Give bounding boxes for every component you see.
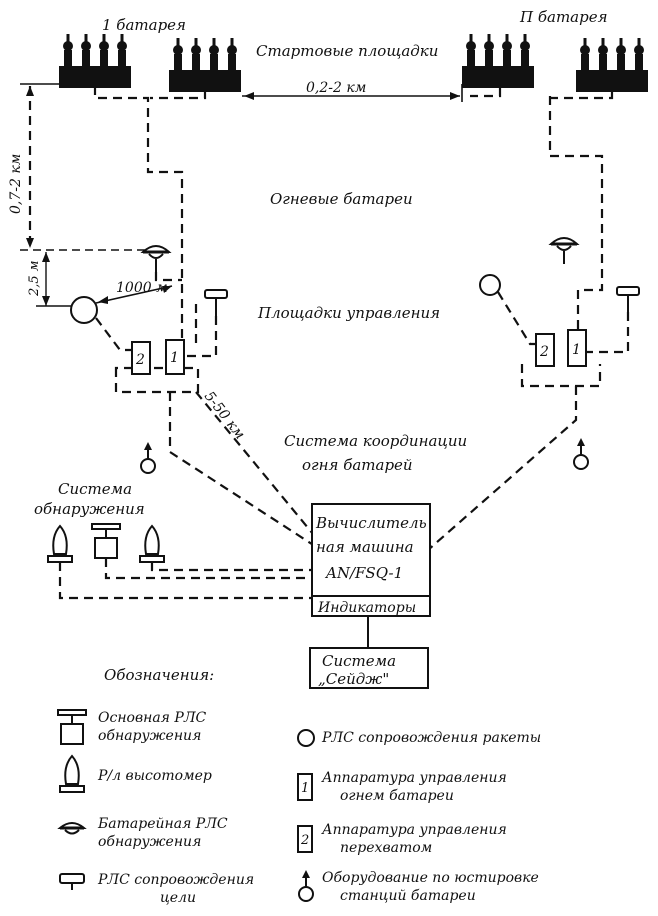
b1-cable-line (95, 285, 173, 304)
b2-missile-radar-link (497, 291, 538, 346)
b2-target-radar-link (586, 312, 630, 354)
battery1-label: 1 батарея (102, 16, 186, 34)
sage-box (309, 647, 429, 689)
b1-target-tracking-radar (204, 289, 228, 317)
legend-battery-radar-icon (57, 822, 87, 835)
b1-control-area (114, 366, 200, 394)
main-detection-radar (91, 523, 121, 559)
legend-main-radar-icon (57, 709, 87, 745)
b1-coord-link-a (168, 392, 319, 549)
legend-target-track-icon (59, 873, 85, 890)
height-finder-right (139, 525, 165, 563)
sage-label-1: Система (322, 652, 396, 670)
launch-sites-label: Стартовые площадки (256, 42, 438, 60)
computer-label-1: Вычислитель (315, 514, 427, 532)
legend-target-track-1: РЛС сопровождения (97, 872, 254, 888)
legend-height-finder: Р/л высотомер (97, 768, 212, 784)
b1-battery-radar-link (154, 272, 182, 282)
mast-height-label: 2,5 м (27, 260, 42, 297)
b1-cable-label: 1000 м (116, 280, 168, 296)
b1-target-radar-link (186, 316, 218, 358)
b2-fire-control (567, 329, 587, 367)
legend-intercept-2: перехватом (340, 840, 432, 856)
legend-fire-control-icon (297, 773, 313, 801)
detection-link-2 (104, 558, 318, 580)
legend-fire-control-number: 1 (301, 781, 309, 796)
b1-link-right-launcher (150, 90, 207, 100)
legend-fire-control-1: Аппаратура управления (321, 770, 507, 786)
legend-missile-track-icon (297, 729, 315, 747)
detection-label-1: Система (58, 480, 132, 498)
vertical-distance-dimension: 0,7-2 км 2,5 м (8, 83, 150, 307)
legend-alignment-1: Оборудование по юстировке (322, 870, 539, 886)
b1-intercept-number: 2 (135, 352, 145, 368)
b1-missile-tracking-radar (70, 296, 98, 324)
detection-link-3 (150, 562, 318, 572)
b1-fire-control-number: 1 (170, 350, 179, 366)
legend-height-finder-icon (59, 755, 85, 793)
legend-battery-radar-2: обнаружения (98, 834, 201, 850)
b2-intercept-control (535, 333, 555, 367)
b2-intercept-number: 2 (539, 344, 549, 360)
distance-between-batteries-label: 0,2-2 км (306, 80, 366, 96)
indicators-box (311, 595, 431, 617)
legend-title: Обозначения: (104, 666, 214, 684)
legend-main-radar-2: обнаружения (98, 728, 201, 744)
legend-missile-track: РЛС сопровождения ракеты (321, 730, 541, 746)
battery1-launch-group-right (169, 38, 241, 92)
b2-missile-tracking-radar (479, 274, 501, 296)
b2-target-tracking-radar (616, 286, 640, 314)
computer-label-3: AN/FSQ-1 (324, 564, 403, 582)
legend-main-radar-1: Основная РЛС (98, 710, 207, 726)
b2-link-main (548, 96, 604, 336)
battery2-launch-group-left (462, 34, 534, 88)
b1-fire-control (165, 339, 185, 375)
coord-label-1: Система координации (284, 432, 467, 450)
b2-fire-control-number: 1 (572, 342, 581, 358)
battery1-launch-group-left (59, 34, 131, 88)
legend-intercept-number: 2 (300, 833, 309, 848)
legend-target-track-2: цели (160, 890, 196, 906)
battery2-launch-group-right (576, 38, 648, 92)
battery2-label: П батарея (519, 8, 608, 26)
b1-alignment-equipment (140, 441, 156, 474)
legend-alignment-icon (298, 869, 314, 902)
fire-batteries-label: Огневые батареи (270, 190, 413, 208)
detection-link-1 (58, 562, 318, 600)
control-sites-label: Площадки управления (257, 304, 440, 322)
legend-fire-control-2: огнем батареи (340, 788, 454, 804)
height-finder-left (47, 525, 73, 563)
b1-link-left-launcher (93, 86, 184, 362)
b2-link-right-launcher (550, 92, 614, 100)
detection-label-2: обнаружения (34, 500, 145, 518)
b1-battery-radar (141, 244, 171, 274)
computer-box (311, 503, 431, 597)
coord-label-2: огня батарей (302, 456, 413, 474)
distance-between-batteries: 0,2-2 км (242, 80, 463, 102)
vertical-distance-label: 0,7-2 км (8, 154, 24, 214)
legend-alignment-2: станций батареи (340, 888, 476, 904)
legend-battery-radar-1: Батарейная РЛС (97, 816, 228, 832)
b2-link-left-launcher (470, 88, 502, 98)
b2-alignment-equipment (573, 437, 589, 470)
b1-coord-link-b (195, 391, 319, 541)
computer-label-2: ная машина (316, 538, 414, 556)
legend-intercept-1: Аппаратура управления (321, 822, 507, 838)
b2-control-area (520, 364, 602, 388)
b1-missile-radar-link (95, 317, 132, 352)
indicators-label: Индикаторы (317, 600, 416, 616)
legend-intercept-icon (297, 825, 313, 853)
sage-label-2: „Сейдж" (318, 670, 389, 688)
coord-distance-label: 5-50 км (201, 389, 248, 443)
b2-battery-radar (549, 236, 579, 266)
b1-intercept-control (131, 341, 151, 375)
b2-coord-link (427, 386, 578, 551)
